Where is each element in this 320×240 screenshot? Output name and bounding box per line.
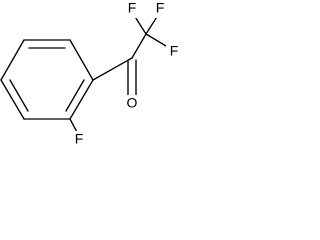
fluorine-cf3-top-left: F <box>128 0 137 16</box>
fluorine-cf3-top-right: F <box>156 0 165 16</box>
o-carbonyl-bg <box>123 95 141 113</box>
ring-inner-bond-right <box>65 79 85 112</box>
fluorine-cf3-right: F <box>170 43 179 59</box>
carbonyl-cf3-bond <box>131 33 147 59</box>
ring-fluorine: F <box>75 131 84 147</box>
f-cf3-top-right-bg <box>152 0 168 18</box>
f-ring-bg <box>71 131 87 149</box>
chemical-structure: F F F O F <box>0 0 185 155</box>
ring-bond-2 <box>69 39 94 81</box>
carbonyl-oxygen: O <box>127 95 138 111</box>
ring-bond-3 <box>69 79 94 120</box>
ring-inner-bond-left <box>9 79 29 112</box>
molecule-diagram: F F F O F <box>0 0 182 149</box>
aryl-carbonyl-bond <box>92 57 133 81</box>
ring-bond-6 <box>0 39 25 81</box>
f-cf3-right-bg <box>166 43 182 61</box>
ring-bond-5 <box>0 79 25 120</box>
f-cf3-top-left-bg <box>124 0 140 18</box>
